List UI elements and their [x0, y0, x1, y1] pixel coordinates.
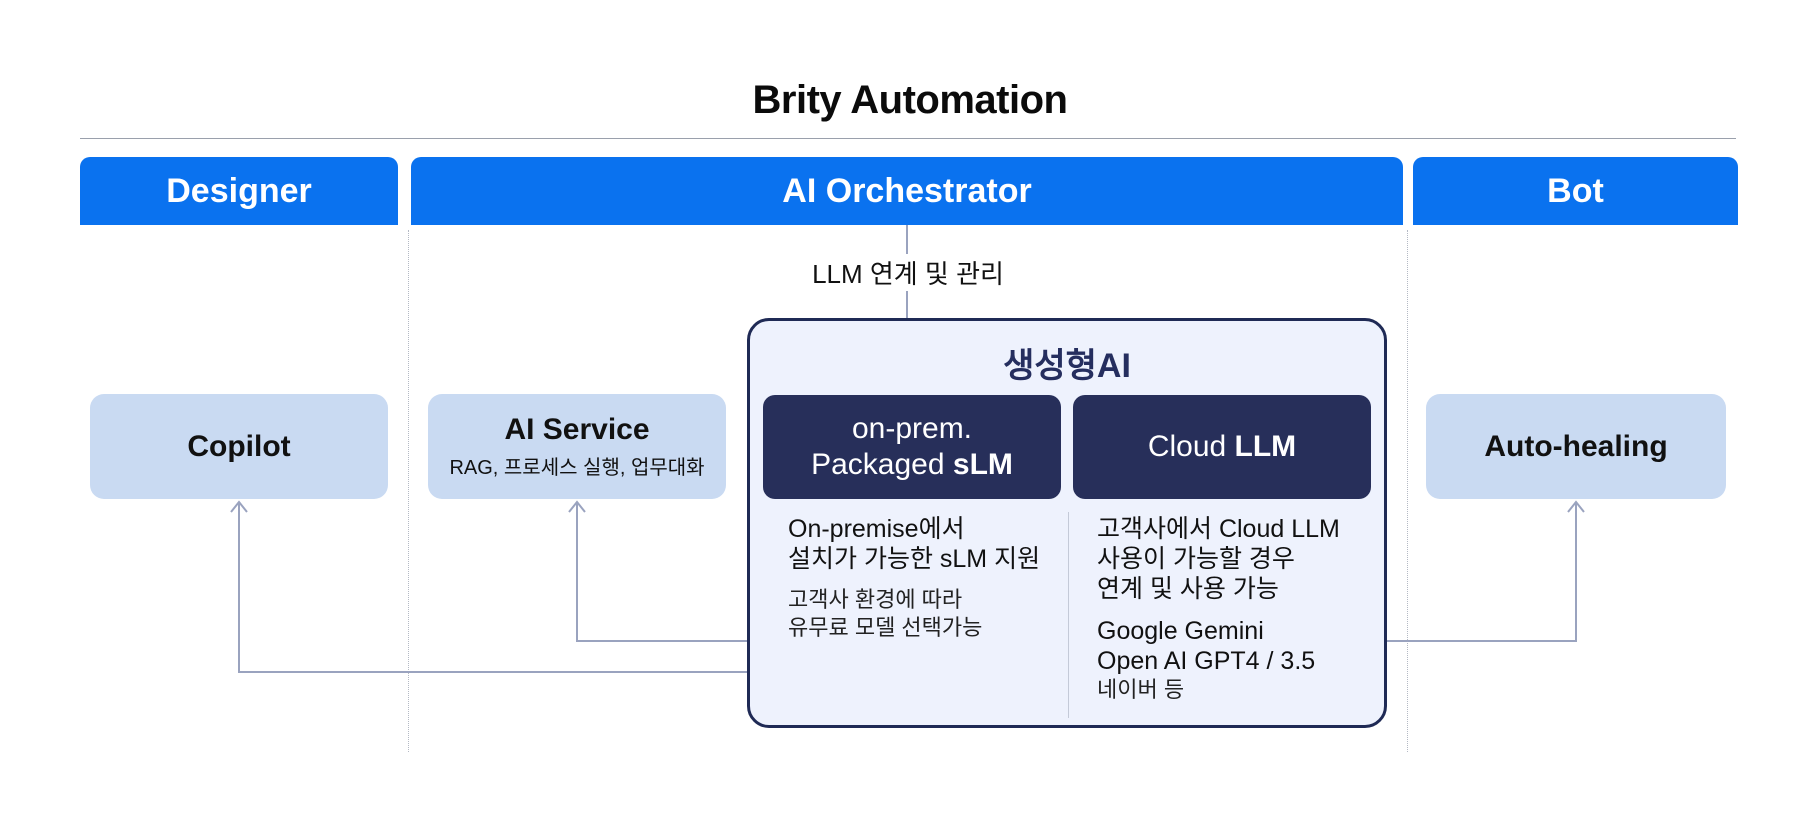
cloud-description: 고객사에서 Cloud LLM 사용이 가능할 경우 연계 및 사용 가능 Go…	[1097, 514, 1377, 704]
ai-service-sub: RAG, 프로세스 실행, 업무대화	[449, 457, 705, 479]
cloud-desc-line2: 사용이 가능할 경우	[1097, 545, 1295, 573]
genai-title: 생성형AI	[1003, 347, 1131, 385]
onprem-slm-card: on-prem. Packaged sLM	[763, 395, 1061, 499]
onprem-description: On-premise에서 설치가 가능한 sLM 지원 고객사 환경에 따라 유…	[788, 514, 1058, 642]
cloud-model-3: 네이버 등	[1097, 677, 1185, 702]
auto-healing-label: Auto-healing	[1484, 429, 1668, 463]
cloud-bold: LLM	[1234, 430, 1297, 463]
column-header-orchestrator: AI Orchestrator	[411, 157, 1403, 225]
column-divider-left	[408, 230, 409, 752]
genai-inner-divider	[1068, 512, 1069, 718]
onprem-line1: on-prem.	[851, 412, 973, 445]
cloud-desc-line1: 고객사에서 Cloud LLM	[1097, 515, 1340, 543]
onprem-sub-line2: 유무료 모델 선택가능	[788, 615, 983, 640]
onprem-desc-line2: 설치가 가능한 sLM 지원	[788, 545, 1041, 573]
auto-healing-card: Auto-healing	[1426, 394, 1726, 499]
cloud-llm-card: Cloud LLM	[1073, 395, 1371, 499]
onprem-line2: Packaged sLM	[811, 447, 1013, 483]
cloud-prefix: Cloud	[1147, 430, 1235, 463]
onprem-desc-line1: On-premise에서	[788, 515, 965, 543]
copilot-label: Copilot	[187, 429, 291, 463]
ai-service-label: AI Service	[504, 413, 650, 446]
column-header-designer: Designer	[80, 157, 398, 225]
onprem-sub-line1: 고객사 환경에 따라	[788, 587, 963, 612]
column-header-bot: Bot	[1413, 157, 1738, 225]
column-header-designer-label: Designer	[166, 171, 312, 210]
cloud-model-2: Open AI GPT4 / 3.5	[1097, 647, 1316, 675]
auto-healing-arrowhead	[1567, 500, 1585, 513]
copilot-connector	[238, 502, 747, 673]
ai-service-card: AI Service RAG, 프로세스 실행, 업무대화	[428, 394, 726, 499]
cloud-model-1: Google Gemini	[1097, 617, 1264, 645]
llm-link-label: LLM 연계 및 관리	[800, 254, 1016, 291]
copilot-arrowhead	[230, 500, 248, 513]
column-divider-right	[1407, 230, 1408, 752]
auto-healing-connector	[1387, 502, 1577, 642]
genai-box	[747, 318, 1387, 728]
copilot-card: Copilot	[90, 394, 388, 499]
ai-service-arrowhead	[568, 500, 586, 513]
diagram-title: Brity Automation	[752, 78, 1068, 122]
onprem-line2-bold: sLM	[952, 448, 1013, 481]
cloud-line: Cloud LLM	[1148, 429, 1296, 465]
ai-service-connector	[576, 502, 747, 642]
column-header-orchestrator-label: AI Orchestrator	[782, 171, 1032, 210]
column-header-bot-label: Bot	[1547, 171, 1604, 210]
cloud-desc-line3: 연계 및 사용 가능	[1097, 575, 1279, 603]
onprem-line2-prefix: Packaged	[811, 448, 953, 481]
title-divider	[80, 138, 1736, 139]
